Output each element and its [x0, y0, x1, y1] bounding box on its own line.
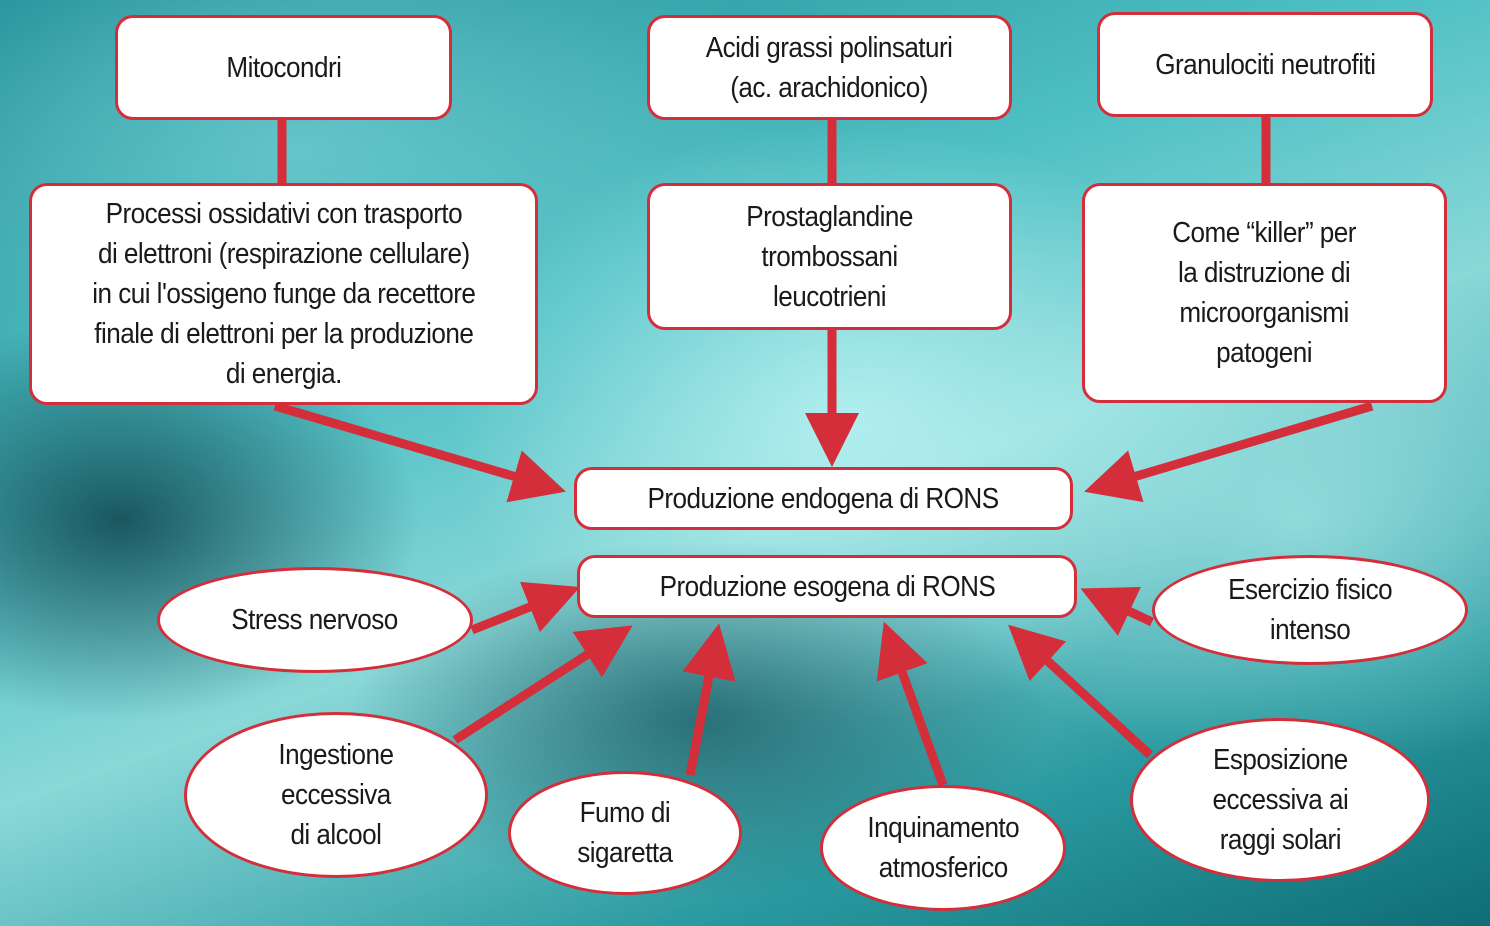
node-mitocondri: Mitocondri: [115, 15, 452, 120]
node-alcool: Ingestione eccessiva di alcool: [184, 712, 488, 878]
arrow-fumo: [682, 623, 736, 776]
node-produzione-esogena: Produzione esogena di RONS: [577, 555, 1077, 618]
arrow-killer: [1084, 401, 1374, 503]
node-killer: Come “killer” per la distruzione di micr…: [1082, 183, 1447, 403]
node-prostaglandine: Prostaglandine trombossani leucotrieni: [647, 183, 1012, 330]
arrow-solari: [1008, 624, 1154, 759]
node-granulociti: Granulociti neutrofiti: [1097, 12, 1433, 117]
arrow-stress: [470, 581, 581, 635]
node-esercizio-fisico: Esercizio fisico intenso: [1152, 555, 1468, 665]
node-processi-ossidativi: Processi ossidativi con trasporto di ele…: [29, 183, 538, 405]
node-produzione-endogena: Produzione endogena di RONS: [574, 467, 1073, 530]
arrow-inquinamento: [876, 621, 948, 787]
node-acidi-grassi: Acidi grassi polinsaturi (ac. arachidoni…: [647, 15, 1012, 120]
arrow-esercizio: [1080, 586, 1154, 636]
arrow-alcool: [452, 625, 633, 744]
node-inquinamento: Inquinamento atmosferico: [820, 785, 1066, 911]
node-raggi-solari: Esposizione eccessiva ai raggi solari: [1130, 718, 1430, 882]
node-fumo: Fumo di sigaretta: [508, 771, 742, 895]
arrow-processi: [273, 401, 566, 503]
node-stress-nervoso: Stress nervoso: [157, 567, 473, 673]
